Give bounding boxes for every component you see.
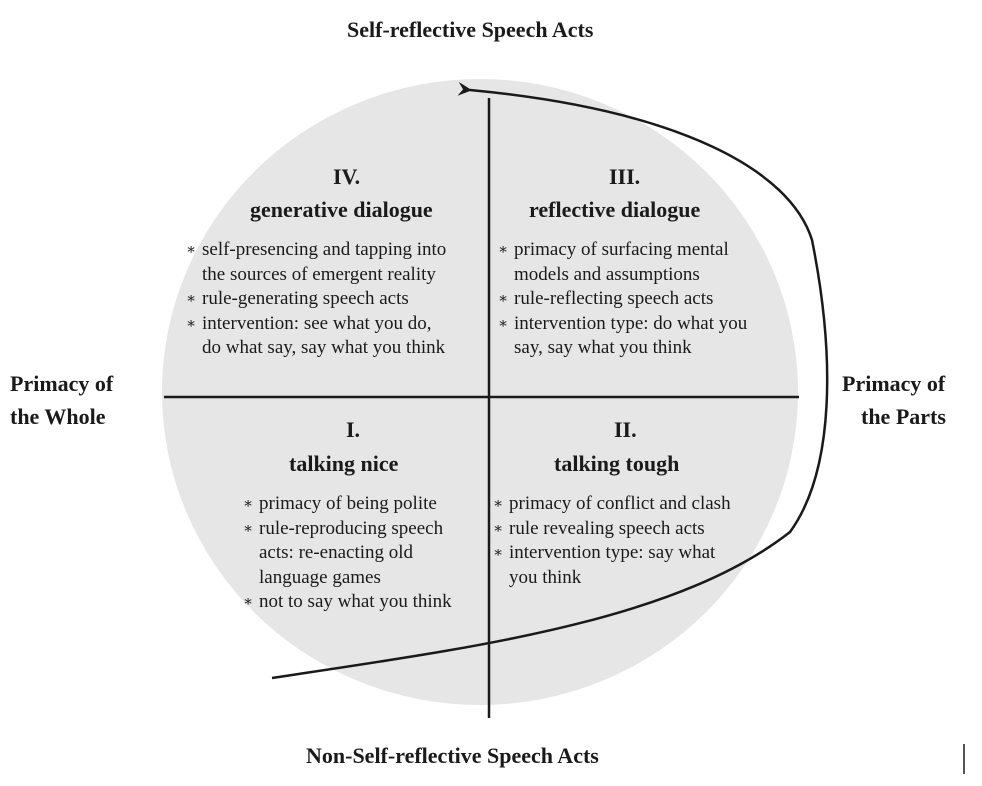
quadrant-1-title: talking nice xyxy=(289,451,399,476)
bullet-item: ∗ intervention type: say what you think xyxy=(493,541,731,590)
bullet-item: ∗ intervention: see what you do, do what s… xyxy=(186,312,446,361)
bullet-item: ∗ primacy of surfacing mental models and a… xyxy=(498,238,747,287)
quadrant-2-number: II. xyxy=(614,417,637,442)
quadrant-4-title: generative dialogue xyxy=(250,197,433,222)
bullet-star-icon: ∗ xyxy=(498,315,509,332)
bullet-text: primacy of being polite xyxy=(259,493,437,514)
bullet-item: ∗ rule-generating speech acts xyxy=(186,287,446,312)
bullet-text: rule-reflecting speech acts xyxy=(514,288,714,309)
bullet-star-icon: ∗ xyxy=(186,291,197,307)
bullet-item: ∗ rule revealing speech acts xyxy=(493,517,731,542)
background-circle xyxy=(162,79,798,705)
bullet-text-continuation: do what say, say what you think xyxy=(202,337,446,358)
bullet-text: intervention type: do what you xyxy=(514,312,748,334)
bullet-star-icon: ∗ xyxy=(186,315,197,332)
bullet-star-icon: ∗ xyxy=(243,496,254,512)
bullet-item: ∗ not to say what you think xyxy=(243,590,452,615)
bullet-item: ∗ self-presencing and tapping into the sou… xyxy=(186,238,446,287)
quadrant-2-bullets: ∗ primacy of conflict and clash ∗ rule reve… xyxy=(493,492,731,590)
left-axis-title-line2: the Whole xyxy=(10,404,106,429)
bullet-text-continuation: say, say what you think xyxy=(514,337,692,358)
development-path-arrow xyxy=(271,81,829,680)
quadrant-3-number: III. xyxy=(609,164,641,189)
bullet-text-continuation: models and assumptions xyxy=(514,263,700,285)
quadrant-4-number: IV. xyxy=(333,164,361,189)
bullet-text: primacy of conflict and clash xyxy=(509,493,731,514)
right-axis-title-line1: Primacy of xyxy=(842,371,946,396)
bullet-star-icon: ∗ xyxy=(498,291,509,307)
bullet-item: ∗ intervention type: do what you say, say … xyxy=(498,312,747,361)
bullet-star-icon: ∗ xyxy=(498,242,509,258)
bullet-text: rule-generating speech acts xyxy=(202,288,409,309)
bullet-text-continuation: language games xyxy=(259,566,381,588)
bullet-text-continuation: acts: re-enacting old xyxy=(259,542,414,563)
quadrant-1-bullets: ∗ primacy of being polite ∗ rule-reproducin… xyxy=(243,492,452,615)
bullet-text: rule revealing speech acts xyxy=(509,517,705,539)
top-axis-title: Self-reflective Speech Acts xyxy=(347,17,594,42)
bullet-item: ∗ rule-reflecting speech acts xyxy=(498,287,747,312)
bullet-text: primacy of surfacing mental xyxy=(514,239,729,260)
bullet-item: ∗ primacy of being polite xyxy=(243,492,452,517)
bullet-star-icon: ∗ xyxy=(493,496,504,512)
right-axis-title-line2: the Parts xyxy=(861,404,946,429)
quadrant-1-number: I. xyxy=(346,417,361,442)
bullet-text: self-presencing and tapping into xyxy=(202,239,447,260)
bullet-star-icon: ∗ xyxy=(186,242,197,258)
bottom-axis-title: Non-Self-reflective Speech Acts xyxy=(306,743,599,768)
bullet-star-icon: ∗ xyxy=(493,520,504,537)
bullet-text: intervention: see what you do, xyxy=(202,312,432,334)
bullet-text: intervention type: say what xyxy=(509,542,716,563)
bullet-item: ∗ rule-reproducing speech acts: re-enactin… xyxy=(243,517,452,591)
quadrant-2-title: talking tough xyxy=(554,451,680,476)
bullet-text-continuation: the sources of emergent reality xyxy=(202,263,436,285)
bullet-star-icon: ∗ xyxy=(243,594,254,610)
bullet-star-icon: ∗ xyxy=(243,520,254,537)
quadrant-4-bullets: ∗ self-presencing and tapping into the sou… xyxy=(186,238,446,361)
quadrant-3-bullets: ∗ primacy of surfacing mental models and a… xyxy=(498,238,747,361)
left-axis-title-line1: Primacy of xyxy=(10,371,114,396)
bullet-text: not to say what you think xyxy=(259,591,452,612)
quadrant-3-title: reflective dialogue xyxy=(529,197,701,222)
bullet-text-continuation: you think xyxy=(509,566,582,588)
bullet-item: ∗ primacy of conflict and clash xyxy=(493,492,731,517)
bullet-star-icon: ∗ xyxy=(493,545,504,561)
bullet-text: rule-reproducing speech xyxy=(259,517,444,539)
